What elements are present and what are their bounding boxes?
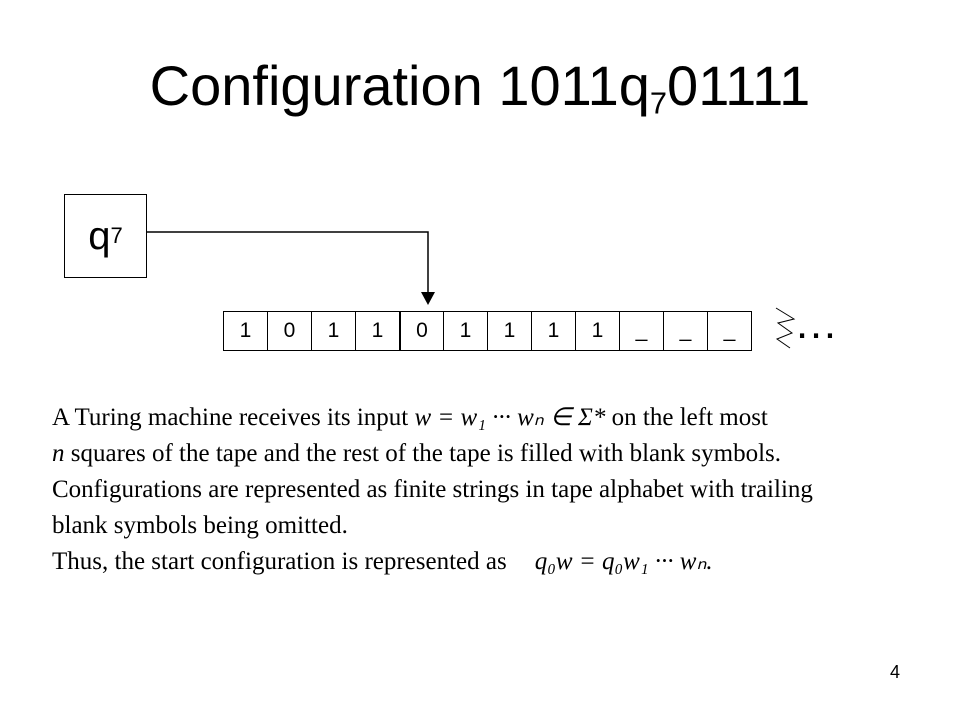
- tape-ellipsis: …: [794, 299, 844, 348]
- tape-cell: 1: [487, 311, 532, 351]
- tape-cell: 0: [267, 311, 312, 351]
- body-line-4: blank symbols being omitted.: [52, 512, 348, 539]
- math-n: n: [52, 440, 65, 467]
- tape-cell: 1: [443, 311, 488, 351]
- tape-cell: 1: [311, 311, 356, 351]
- tape-cell: _: [707, 311, 752, 351]
- math-start-config: q₀w = q₀w₁ ··· wₙ.: [534, 548, 713, 575]
- tape-cell: 1: [223, 311, 268, 351]
- title-text: Configuration 1011q: [149, 54, 650, 117]
- pointer-line: [147, 231, 429, 293]
- body-line-1-text: A Turing machine receives its input: [52, 404, 415, 431]
- tape-cell: 1: [531, 311, 576, 351]
- title-tail: 01111: [667, 54, 811, 117]
- body-text: A Turing machine receives its input w = …: [52, 400, 932, 580]
- math-input-string: w = w₁ ··· wₙ ∈ Σ*: [414, 404, 606, 431]
- state-label: q: [88, 213, 111, 258]
- body-line-5-text: Thus, the start configuration is represe…: [52, 548, 507, 575]
- pointer-arrowhead: [421, 292, 435, 305]
- body-line-5: Thus, the start configuration is represe…: [52, 544, 932, 580]
- body-line-1: A Turing machine receives its input w = …: [52, 400, 932, 436]
- tape-cell: 0: [399, 311, 444, 351]
- body-line-1-tail: on the left most: [605, 404, 768, 431]
- tape-break-line: [775, 307, 796, 349]
- tape-cell: 1: [575, 311, 620, 351]
- title-subscript: 7: [649, 85, 668, 121]
- body-line-2-text: squares of the tape and the rest of the …: [64, 440, 781, 467]
- tape-cell: _: [619, 311, 664, 351]
- page-number: 4: [889, 662, 900, 682]
- tape-cell: 1: [355, 311, 400, 351]
- tape-cell: _: [663, 311, 708, 351]
- body-line-3: Configurations are represented as finite…: [52, 476, 813, 503]
- body-line-2: n squares of the tape and the rest of th…: [52, 436, 932, 472]
- slide-title: Configuration 1011q701111: [0, 54, 960, 119]
